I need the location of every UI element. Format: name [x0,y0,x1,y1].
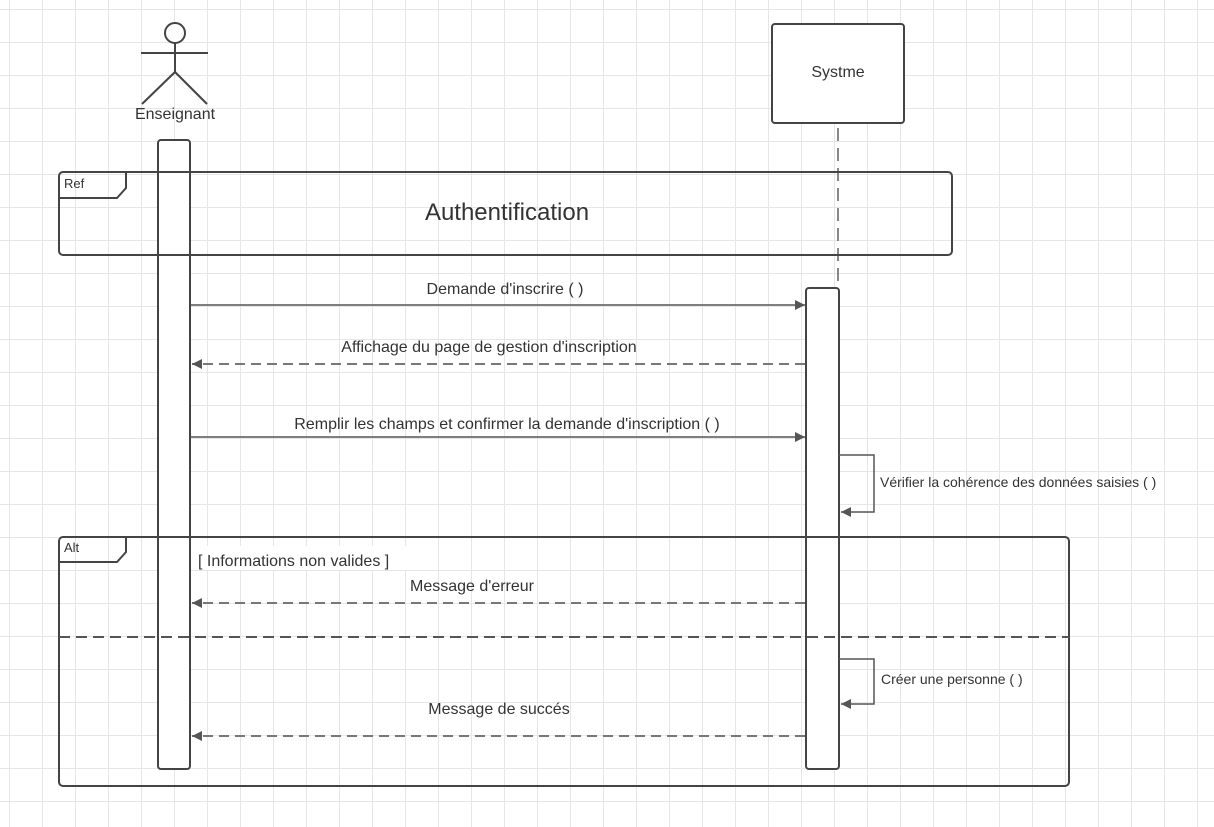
alt-guard: [ Informations non valides ] [198,553,389,570]
message-fill-fields: Remplir les champs et confirmer la deman… [191,416,805,442]
self-message-verify-arrow [839,454,875,517]
message-error-label: Message d'erreur [410,578,535,595]
alt-frame: Alt [58,536,1070,787]
teacher-activation-bar [157,139,191,770]
message-request-signup: Demande d'inscrire ( ) [191,281,805,310]
message-show-page-label: Affichage du page de gestion d'inscripti… [341,339,636,356]
message-request-signup-label: Demande d'inscrire ( ) [427,281,584,298]
alt-guard-background [193,546,413,570]
ref-frame-border [58,171,953,256]
actor-left-leg [141,71,176,105]
ref-frame-title: Authentification [425,199,589,226]
message-success: Message de succés [192,701,805,741]
ref-frame-tag-box [59,172,127,199]
system-lifeline-head: Systme [771,23,905,124]
system-activation-bar [805,287,840,770]
message-fill-fields-label: Remplir les champs et confirmer la deman… [294,416,719,433]
self-message-create-person-label: Créer une personne ( ) [881,671,1023,687]
ref-frame-tag: Ref [64,176,85,191]
self-message-verify: Vérifier la cohérence des données saisie… [839,454,1156,517]
actor-right-leg [174,71,208,105]
alt-frame-tag: Alt [64,540,80,555]
teacher-actor: Enseignant [135,22,216,123]
self-message-verify-label: Vérifier la cohérence des données saisie… [880,474,1156,490]
message-error: Message d'erreur [192,578,805,608]
system-box [771,23,905,124]
self-message-create-person-arrow [839,658,875,709]
ref-frame: Ref Authentification [58,171,953,256]
alt-frame-border [58,536,1070,787]
system-label: Systme [811,64,864,81]
teacher-label: Enseignant [135,106,216,123]
alt-frame-tag-box [59,537,127,563]
actor-head [164,22,186,44]
self-message-create-person: Créer une personne ( ) [839,658,1023,709]
message-show-page: Affichage du page de gestion d'inscripti… [192,339,805,369]
message-success-label: Message de succés [428,701,569,718]
